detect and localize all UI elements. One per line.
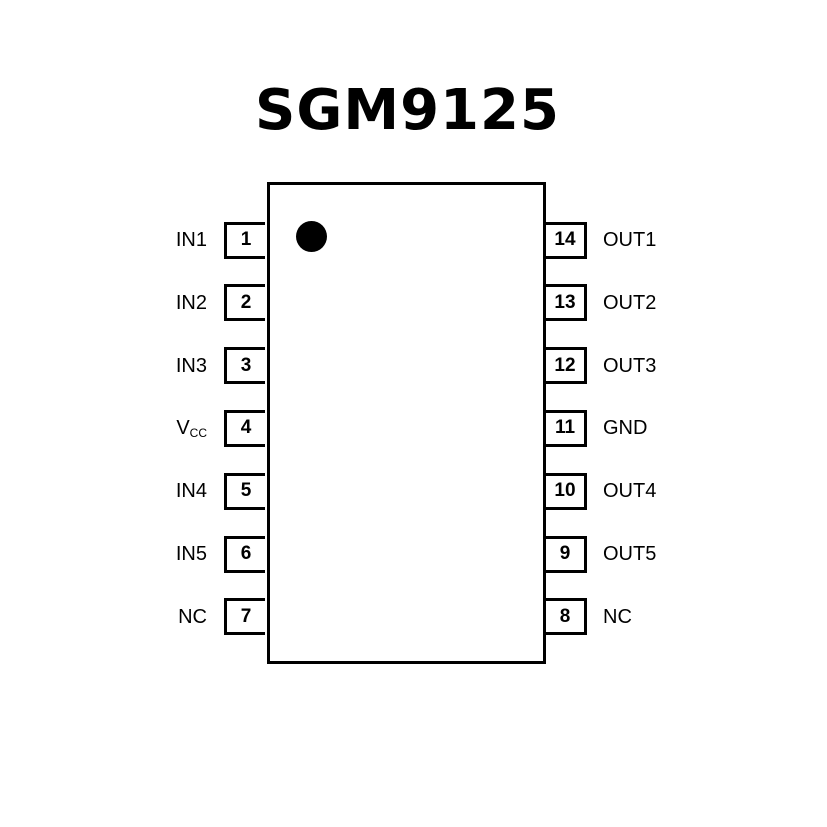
pin-6-box: 6 xyxy=(224,535,265,573)
pin-1-label: IN1 xyxy=(175,229,207,251)
pin-11-label: GND xyxy=(603,417,648,440)
pin-13-box: 13 xyxy=(546,284,587,322)
pin-11-box: 11 xyxy=(546,409,587,447)
pin-10-label: OUT4 xyxy=(603,480,657,503)
pin-5-label: IN4 xyxy=(175,480,207,503)
pin-3-box: 3 xyxy=(224,347,265,385)
pin-8-box: 8 xyxy=(546,598,587,636)
pin-4-box: 4 xyxy=(224,409,265,447)
pin-3-label: IN3 xyxy=(175,354,207,377)
pin-7-label: NC xyxy=(178,605,207,628)
pin-2-box: 2 xyxy=(224,284,265,322)
pin-7-box: 7 xyxy=(224,598,265,636)
pin-12-label: OUT3 xyxy=(603,354,657,377)
pin-9-label: OUT5 xyxy=(603,543,657,565)
pin-14-label: OUT1 xyxy=(603,229,657,251)
pin-6-label: IN5 xyxy=(175,543,207,565)
pin-4-label: VCC xyxy=(176,417,207,441)
pin-12-box: 12 xyxy=(546,347,587,385)
pin-1-box: 1 xyxy=(224,221,265,259)
pin-2-label: IN2 xyxy=(175,291,207,314)
pin-13-label: OUT2 xyxy=(603,291,657,314)
pin1-indicator-dot xyxy=(296,221,327,252)
pin-10-box: 10 xyxy=(546,472,587,510)
pin-14-box: 14 xyxy=(546,221,587,259)
chip-body xyxy=(267,182,546,664)
pin-5-box: 5 xyxy=(224,472,265,510)
pin-8-label: NC xyxy=(603,605,632,628)
pin-9-box: 9 xyxy=(546,535,587,573)
chip-title: SGM9125 xyxy=(255,78,560,143)
